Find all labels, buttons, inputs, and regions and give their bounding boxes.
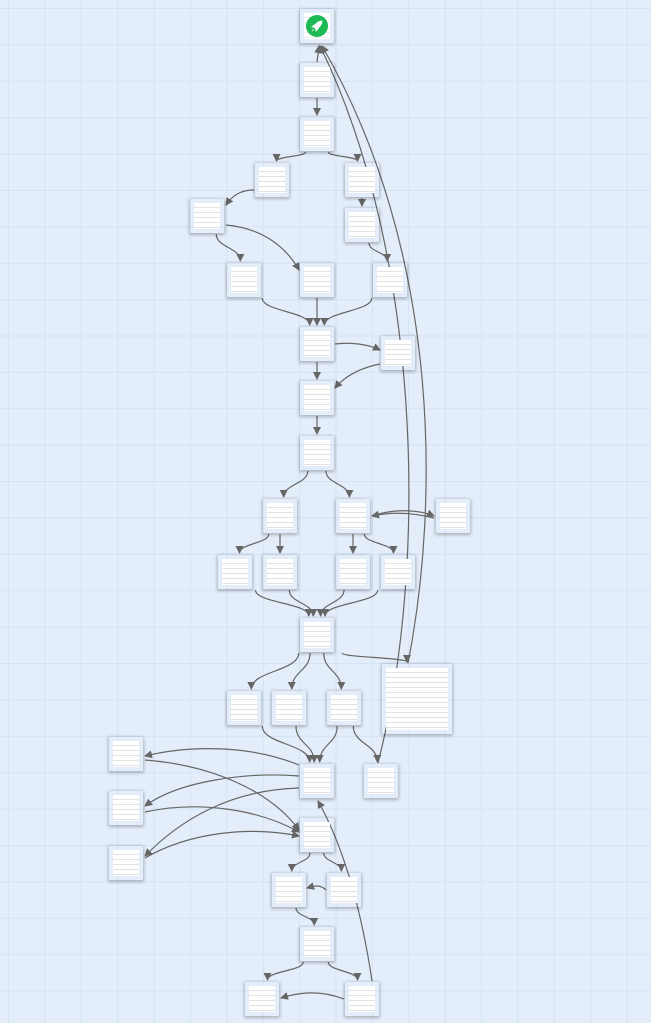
start-node[interactable] <box>299 8 335 44</box>
edge <box>235 533 270 554</box>
edge <box>288 589 318 617</box>
edge <box>352 725 382 763</box>
edge <box>306 882 327 891</box>
flow-node[interactable] <box>363 763 399 799</box>
flow-node[interactable] <box>435 498 471 534</box>
flow-node[interactable] <box>299 62 335 98</box>
rocket-icon <box>306 15 328 37</box>
edge <box>327 151 362 162</box>
edge <box>371 510 435 519</box>
flow-node[interactable] <box>335 554 371 590</box>
flow-node[interactable] <box>381 663 453 735</box>
edge <box>323 652 346 690</box>
flow-node[interactable] <box>299 763 335 799</box>
edge <box>325 470 354 498</box>
edge <box>295 907 319 926</box>
edge <box>316 589 345 617</box>
edge <box>327 961 362 981</box>
edge <box>144 748 300 766</box>
flow-node[interactable] <box>254 162 290 198</box>
flow-node[interactable] <box>326 872 362 908</box>
edge <box>215 233 245 262</box>
edge <box>368 242 392 262</box>
flow-node[interactable] <box>299 326 335 362</box>
flow-node[interactable] <box>262 554 298 590</box>
edge <box>320 297 373 326</box>
flow-node[interactable] <box>299 116 335 152</box>
flow-node[interactable] <box>244 981 280 1017</box>
edge <box>321 45 427 664</box>
flow-node[interactable] <box>189 198 225 234</box>
edge <box>144 759 300 831</box>
flow-node[interactable] <box>299 617 335 653</box>
flow-node[interactable] <box>108 790 144 826</box>
flow-node[interactable] <box>271 872 307 908</box>
edge <box>287 652 311 690</box>
edge <box>321 589 379 617</box>
edge <box>261 297 314 326</box>
flow-node[interactable] <box>108 736 144 772</box>
edge <box>272 151 307 162</box>
edge <box>144 806 300 833</box>
flow-node[interactable] <box>344 207 380 243</box>
flow-node[interactable] <box>299 817 335 853</box>
edge <box>225 189 255 206</box>
edge <box>279 470 309 498</box>
edge <box>287 852 311 872</box>
edge <box>144 774 300 807</box>
flow-node[interactable] <box>299 435 335 471</box>
edge <box>144 787 300 857</box>
edge <box>247 652 300 690</box>
edge <box>315 725 338 763</box>
edge <box>144 830 300 859</box>
flow-node[interactable] <box>299 262 335 298</box>
flow-node[interactable] <box>344 162 380 198</box>
edge <box>363 533 398 554</box>
flow-node[interactable] <box>326 690 362 726</box>
flow-node[interactable] <box>217 554 253 590</box>
flow-node[interactable] <box>380 554 416 590</box>
edge <box>280 992 345 1000</box>
flow-node[interactable] <box>299 380 335 416</box>
edge <box>225 224 300 271</box>
flow-node[interactable] <box>226 690 262 726</box>
flow-node[interactable] <box>372 262 408 298</box>
flow-node[interactable] <box>380 335 416 371</box>
flow-node[interactable] <box>226 262 262 298</box>
edge <box>317 800 373 982</box>
flow-node[interactable] <box>262 498 298 534</box>
flow-node[interactable] <box>335 498 371 534</box>
edge <box>295 725 319 763</box>
edge <box>261 725 314 763</box>
flow-node[interactable] <box>108 845 144 881</box>
edge <box>334 363 381 389</box>
edge <box>341 652 411 663</box>
edge <box>263 961 304 981</box>
edge <box>314 45 323 63</box>
flow-node[interactable] <box>344 981 380 1017</box>
flow-node[interactable] <box>271 690 307 726</box>
edge <box>334 342 381 351</box>
flow-node[interactable] <box>299 926 335 962</box>
edge <box>254 589 313 617</box>
edge <box>323 852 346 872</box>
